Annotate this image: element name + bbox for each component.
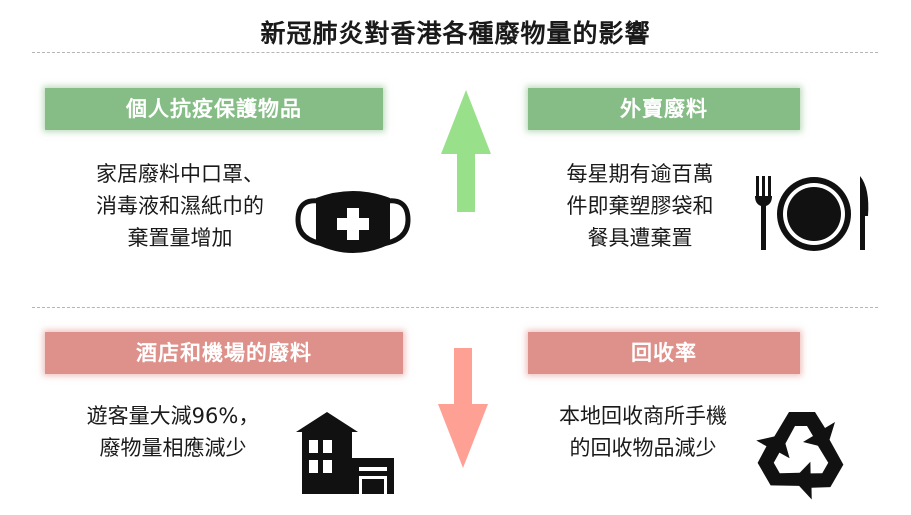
face-mask-icon — [295, 191, 411, 253]
takeaway-line-1: 每星期有逾百萬 — [566, 162, 714, 186]
recycle-icon — [756, 412, 844, 500]
plate-icon — [777, 177, 851, 251]
building-icon — [296, 412, 394, 494]
hotel-airport-line-2: 廢物量相應減少 — [99, 436, 247, 460]
takeaway-line-2: 件即棄塑膠袋和 — [566, 194, 714, 218]
ppe-heading: 個人抗疫保護物品 — [45, 88, 383, 130]
recycling-heading: 回收率 — [528, 332, 800, 374]
knife-icon — [860, 176, 869, 250]
takeaway-line-3: 餐具遭棄置 — [587, 226, 693, 250]
takeaway-description: 每星期有逾百萬 件即棄塑膠袋和 餐具遭棄置 — [530, 158, 750, 254]
top-divider — [32, 52, 878, 53]
cutlery-plate-icon — [755, 176, 869, 251]
decrease-arrow-icon — [438, 348, 488, 468]
takeaway-heading: 外賣廢料 — [528, 88, 800, 130]
increase-arrow-icon — [441, 90, 491, 212]
diagram-title: 新冠肺炎對香港各種廢物量的影響 — [260, 19, 651, 48]
hotel-airport-heading: 酒店和機場的廢料 — [45, 332, 403, 374]
ppe-description: 家居廢料中口罩、 消毒液和濕紙巾的 棄置量增加 — [60, 158, 300, 254]
fork-icon — [755, 176, 772, 250]
hotel-airport-line-1: 遊客量大減96%， — [86, 404, 260, 428]
ppe-line-2: 消毒液和濕紙巾的 — [96, 194, 264, 218]
recycling-line-2: 的回收物品減少 — [569, 436, 717, 460]
ppe-line-1: 家居廢料中口罩、 — [96, 162, 264, 186]
hotel-airport-description: 遊客量大減96%， 廢物量相應減少 — [58, 400, 288, 464]
ppe-line-3: 棄置量增加 — [127, 226, 233, 250]
middle-divider — [32, 307, 878, 308]
recycling-description: 本地回收商所手機 的回收物品減少 — [528, 400, 758, 464]
recycling-line-1: 本地回收商所手機 — [559, 404, 727, 428]
